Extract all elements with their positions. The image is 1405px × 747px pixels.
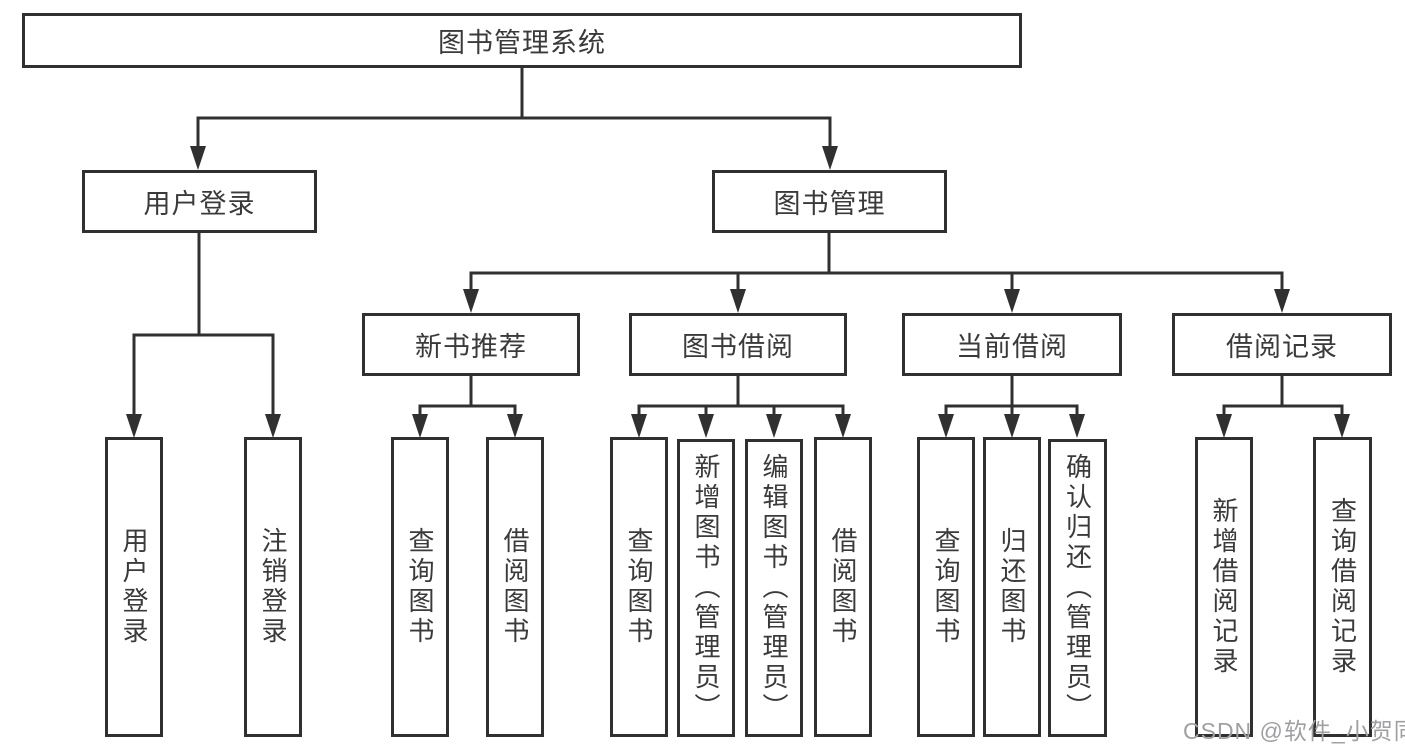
leaf-edit-book-admin-label: 编辑图书（管理员） (759, 453, 789, 723)
node-user-login-label: 用户登录 (143, 189, 256, 219)
node-book-borrow: 图书借阅 (629, 313, 847, 376)
connector-current-borrow-children (938, 374, 1085, 438)
leaf-recommend-query-book: 查询图书 (391, 437, 449, 737)
leaf-borrow-borrow-book: 借阅图书 (814, 437, 872, 737)
node-user-login: 用户登录 (82, 170, 317, 233)
connector-book-borrow-children (631, 374, 851, 438)
leaf-add-borrow-record-label: 新增借阅记录 (1209, 497, 1239, 677)
connector-user-login-children (126, 231, 281, 438)
leaf-add-borrow-record: 新增借阅记录 (1195, 437, 1253, 737)
leaf-query-borrow-record-label: 查询借阅记录 (1327, 497, 1358, 677)
leaf-borrow-query-book: 查询图书 (610, 437, 668, 737)
leaf-query-borrow-record: 查询借阅记录 (1313, 437, 1372, 737)
csdn-watermark: CSDN @软件_小贺同学 (1183, 718, 1405, 744)
connector-book-management-children (463, 231, 1290, 313)
leaf-confirm-return-admin-label: 确认归还（管理员） (1062, 453, 1093, 723)
node-book-borrow-label: 图书借阅 (682, 332, 794, 362)
node-borrow-records: 借阅记录 (1172, 313, 1392, 376)
connector-new-book-recommend-children (412, 374, 523, 438)
leaf-recommend-query-book-label: 查询图书 (405, 527, 435, 647)
leaf-borrow-query-book-label: 查询图书 (624, 527, 654, 647)
root-node-label: 图书管理系统 (438, 28, 606, 58)
leaf-add-book-admin-label: 新增图书（管理员） (691, 453, 721, 723)
node-book-management-label: 图书管理 (773, 189, 886, 219)
leaf-logout-login-label: 注销登录 (258, 527, 288, 647)
leaf-logout-login: 注销登录 (244, 437, 302, 737)
node-borrow-records-label: 借阅记录 (1226, 332, 1338, 362)
leaf-recommend-borrow-book: 借阅图书 (486, 437, 544, 737)
node-book-management: 图书管理 (712, 170, 947, 233)
leaf-user-login: 用户登录 (105, 437, 163, 737)
leaf-user-login-label: 用户登录 (119, 527, 149, 647)
leaf-current-query-book: 查询图书 (917, 437, 975, 737)
leaf-return-book-label: 归还图书 (997, 527, 1027, 647)
leaf-recommend-borrow-book-label: 借阅图书 (500, 527, 530, 647)
root-node-library-system: 图书管理系统 (22, 13, 1022, 68)
leaf-confirm-return-admin: 确认归还（管理员） (1048, 439, 1107, 737)
node-current-borrow: 当前借阅 (902, 313, 1122, 376)
leaf-current-query-book-label: 查询图书 (931, 527, 961, 647)
leaf-return-book: 归还图书 (983, 437, 1041, 737)
node-new-book-recommend-label: 新书推荐 (415, 332, 527, 362)
leaf-add-book-admin: 新增图书（管理员） (677, 439, 735, 737)
leaf-edit-book-admin: 编辑图书（管理员） (745, 439, 803, 737)
connector-root-to-level2 (190, 66, 838, 170)
node-new-book-recommend: 新书推荐 (362, 313, 580, 376)
node-current-borrow-label: 当前借阅 (956, 332, 1068, 362)
connector-borrow-records-children (1216, 374, 1350, 438)
leaf-borrow-borrow-book-label: 借阅图书 (828, 527, 858, 647)
